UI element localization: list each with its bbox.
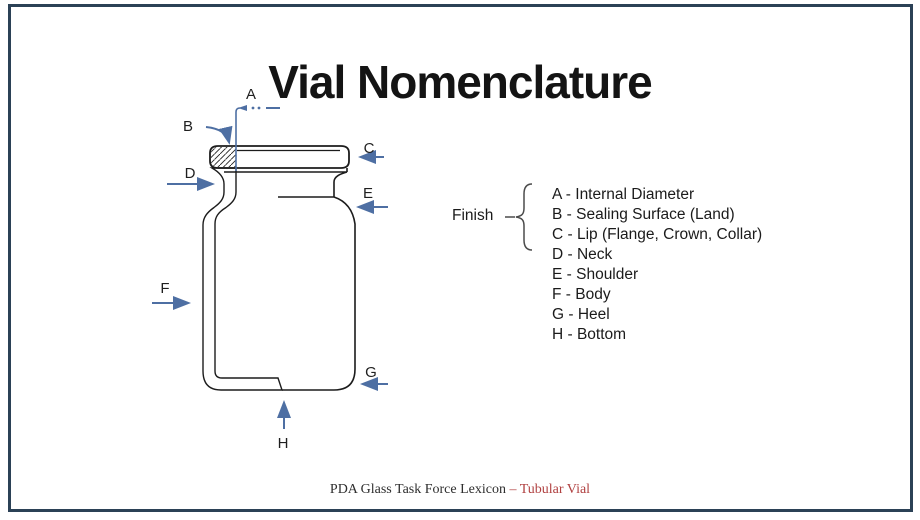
part-label-e: E xyxy=(363,185,373,202)
footer: PDA Glass Task Force Lexicon – Tubular V… xyxy=(0,482,920,498)
finish-group-label: Finish xyxy=(452,207,494,224)
vial-lip xyxy=(209,145,350,169)
legend: A - Internal Diameter B - Sealing Surfac… xyxy=(552,185,762,345)
part-label-d: D xyxy=(185,165,196,182)
vial-right-profile xyxy=(224,168,356,391)
finish-brace xyxy=(505,183,533,251)
footer-source-text: PDA Glass Task Force Lexicon xyxy=(329,482,510,497)
page-title: Vial Nomenclature xyxy=(268,55,653,108)
part-label-f: F xyxy=(160,280,169,297)
legend-item-d: D - Neck xyxy=(552,246,613,263)
vial-lip-section xyxy=(211,147,236,167)
legend-item-h: H - Bottom xyxy=(552,326,627,343)
part-label-g: G xyxy=(365,364,377,381)
part-label-a: A xyxy=(246,86,256,103)
part-label-b: B xyxy=(183,118,193,135)
part-label-h: H xyxy=(278,435,289,452)
arrow-b xyxy=(205,125,233,145)
legend-item-c: C - Lip (Flange, Crown, Collar) xyxy=(552,226,763,243)
footer-highlight-text: – Tubular Vial xyxy=(509,482,591,497)
annotation-internal-diameter xyxy=(235,105,280,171)
part-label-c: C xyxy=(364,140,375,157)
legend-item-a: A - Internal Diameter xyxy=(552,186,695,203)
legend-item-g: G - Heel xyxy=(552,306,610,323)
legend-item-e: E - Shoulder xyxy=(552,266,639,283)
legend-item-f: F - Body xyxy=(552,286,611,303)
legend-item-b: B - Sealing Surface (Land) xyxy=(552,206,735,223)
vial-wall-section xyxy=(202,167,283,391)
